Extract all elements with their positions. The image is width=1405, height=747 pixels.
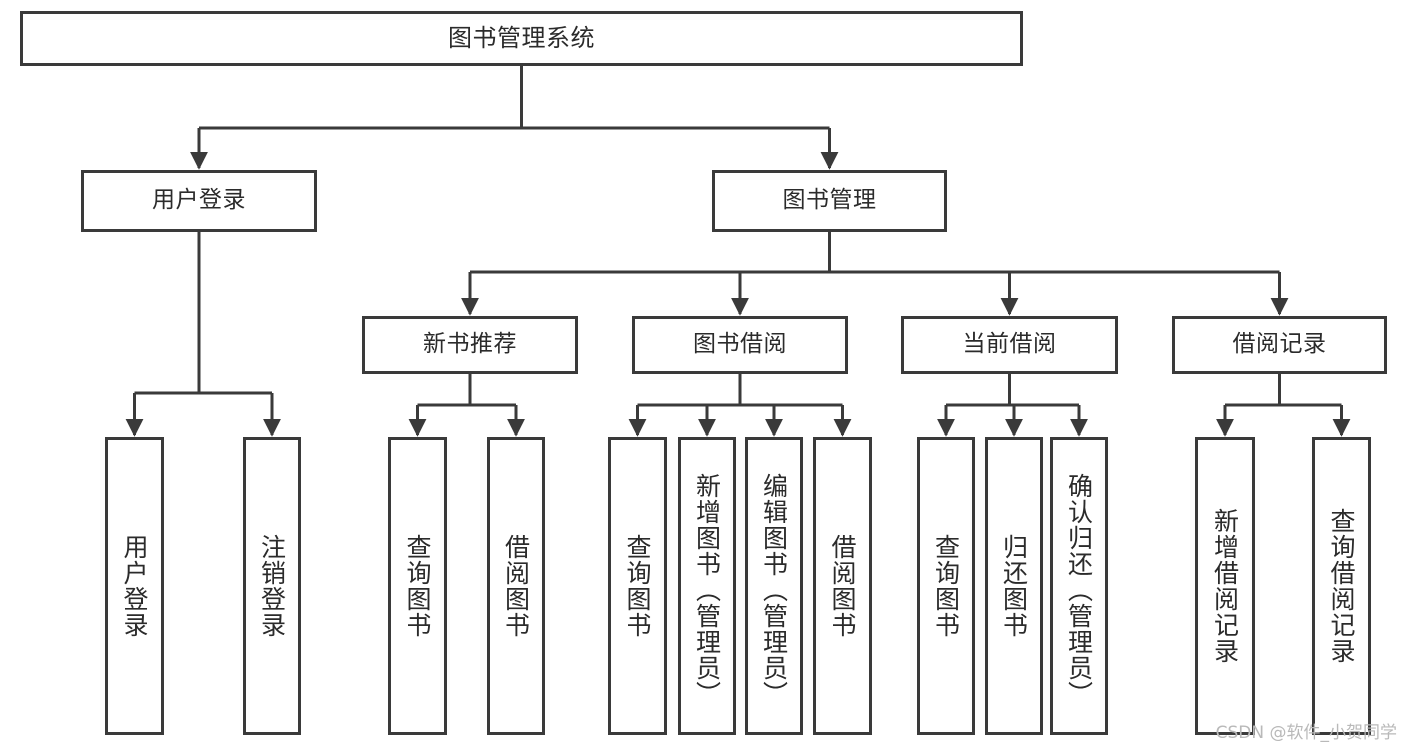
node-label: 新增图书（管理员） xyxy=(692,473,722,707)
node-leaf-query-book-1[interactable]: 查询图书 xyxy=(388,437,447,735)
node-label: 借阅图书 xyxy=(501,534,531,638)
node-leaf-query-book-2[interactable]: 查询图书 xyxy=(608,437,667,735)
node-label: 查询图书 xyxy=(623,534,652,638)
node-leaf-borrow-book-2[interactable]: 借阅图书 xyxy=(813,437,872,735)
node-book-borrow[interactable]: 图书借阅 xyxy=(632,316,848,374)
node-current-borrow[interactable]: 当前借阅 xyxy=(901,316,1118,374)
watermark: CSDN @软件_小贺同学 xyxy=(1215,723,1397,743)
node-leaf-add-record[interactable]: 新增借阅记录 xyxy=(1195,437,1255,735)
node-label: 注销登录 xyxy=(257,534,287,638)
node-label: 用户登录 xyxy=(120,534,149,638)
node-root-root[interactable]: 图书管理系统 xyxy=(20,11,1023,66)
node-book-management[interactable]: 图书管理 xyxy=(712,170,947,232)
node-leaf-confirm-return[interactable]: 确认归还（管理员） xyxy=(1050,437,1108,735)
node-label: 图书管理系统 xyxy=(448,24,595,53)
node-label: 新增借阅记录 xyxy=(1210,508,1240,664)
node-new-book-recommend[interactable]: 新书推荐 xyxy=(362,316,578,374)
node-label: 图书管理 xyxy=(782,187,877,214)
node-borrow-record[interactable]: 借阅记录 xyxy=(1172,316,1387,374)
node-label: 查询借阅记录 xyxy=(1327,508,1356,664)
node-leaf-query-book-3[interactable]: 查询图书 xyxy=(917,437,975,735)
node-label: 查询图书 xyxy=(931,534,961,638)
node-leaf-return-book[interactable]: 归还图书 xyxy=(985,437,1043,735)
node-label: 用户登录 xyxy=(152,187,246,214)
node-label: 借阅记录 xyxy=(1232,331,1327,358)
node-label: 当前借阅 xyxy=(962,331,1057,358)
node-label: 借阅图书 xyxy=(828,534,857,638)
node-leaf-query-record[interactable]: 查询借阅记录 xyxy=(1312,437,1371,735)
node-label: 归还图书 xyxy=(999,534,1029,638)
node-leaf-borrow-book-1[interactable]: 借阅图书 xyxy=(487,437,545,735)
node-leaf-add-book[interactable]: 新增图书（管理员） xyxy=(678,437,736,735)
node-label: 查询图书 xyxy=(403,534,432,638)
node-user-login[interactable]: 用户登录 xyxy=(81,170,317,232)
node-leaf-edit-book[interactable]: 编辑图书（管理员） xyxy=(745,437,803,735)
node-label: 确认归还（管理员） xyxy=(1064,473,1094,707)
node-leaf-user-login[interactable]: 用户登录 xyxy=(105,437,164,735)
node-label: 新书推荐 xyxy=(423,331,517,358)
node-label: 编辑图书（管理员） xyxy=(759,473,789,707)
node-label: 图书借阅 xyxy=(693,331,787,358)
node-leaf-logout[interactable]: 注销登录 xyxy=(243,437,301,735)
